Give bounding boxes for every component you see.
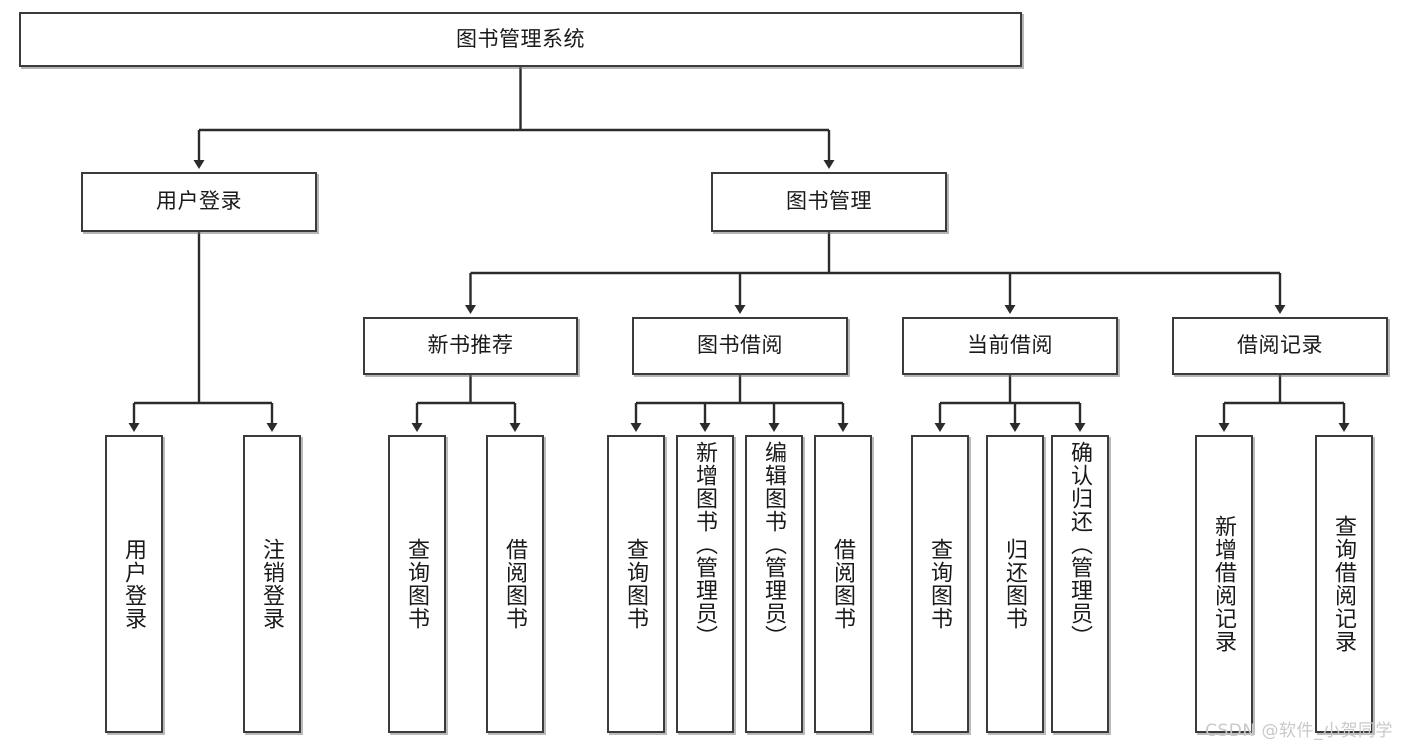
node-root-system[interactable]: 图书管理系统 bbox=[19, 12, 1022, 67]
node-leaf-logout-login[interactable]: 注销登录 bbox=[243, 435, 301, 733]
edge-bus-borrow-record bbox=[1224, 375, 1344, 405]
node-leaf-edit-book-admin-label: 编辑图书（管理员） bbox=[761, 441, 787, 648]
node-leaf-edit-book-admin[interactable]: 编辑图书（管理员） bbox=[745, 435, 803, 733]
node-user-login[interactable]: 用户登录 bbox=[81, 172, 317, 232]
node-leaf-query-book-borrow-label: 查询图书 bbox=[623, 538, 649, 630]
node-borrow-record[interactable]: 借阅记录 bbox=[1172, 317, 1388, 375]
node-leaf-add-borrow-record-label: 新增借阅记录 bbox=[1211, 515, 1237, 653]
node-book-borrow-label: 图书借阅 bbox=[697, 334, 783, 358]
node-leaf-user-login-label: 用户登录 bbox=[121, 538, 147, 630]
node-current-borrow[interactable]: 当前借阅 bbox=[902, 317, 1118, 375]
node-new-book-recommend-label: 新书推荐 bbox=[427, 334, 514, 358]
csdn-watermark: CSDN @软件_小贺同学 bbox=[1205, 721, 1393, 741]
node-leaf-add-book-admin[interactable]: 新增图书（管理员） bbox=[676, 435, 734, 733]
node-leaf-query-book-current[interactable]: 查询图书 bbox=[911, 435, 969, 733]
node-leaf-logout-login-label: 注销登录 bbox=[259, 538, 285, 630]
node-current-borrow-label: 当前借阅 bbox=[967, 334, 1053, 358]
node-leaf-return-book-label: 归还图书 bbox=[1002, 538, 1028, 630]
edge-bus-user-login bbox=[134, 232, 272, 405]
node-leaf-query-borrow-record[interactable]: 查询借阅记录 bbox=[1315, 435, 1373, 733]
node-new-book-recommend[interactable]: 新书推荐 bbox=[363, 317, 578, 375]
node-leaf-borrow-book-rec-label: 借阅图书 bbox=[502, 538, 528, 630]
node-leaf-query-book-rec-label: 查询图书 bbox=[404, 538, 430, 630]
edge-bus-current-borrow bbox=[940, 375, 1080, 405]
node-leaf-query-book-rec[interactable]: 查询图书 bbox=[388, 435, 446, 733]
edge-bus-book-management bbox=[470, 232, 1280, 275]
node-leaf-add-borrow-record[interactable]: 新增借阅记录 bbox=[1195, 435, 1253, 733]
edge-bus-book-borrow bbox=[636, 375, 843, 405]
node-book-borrow[interactable]: 图书借阅 bbox=[632, 317, 848, 375]
node-leaf-confirm-return-admin-label: 确认归还（管理员） bbox=[1067, 441, 1093, 648]
node-leaf-query-book-current-label: 查询图书 bbox=[927, 538, 953, 630]
node-leaf-add-book-admin-label: 新增图书（管理员） bbox=[692, 441, 718, 648]
node-book-management-label: 图书管理 bbox=[786, 190, 872, 214]
node-leaf-borrow-book-label: 借阅图书 bbox=[830, 538, 856, 630]
node-leaf-user-login[interactable]: 用户登录 bbox=[105, 435, 163, 733]
node-book-management[interactable]: 图书管理 bbox=[711, 172, 947, 232]
node-leaf-return-book[interactable]: 归还图书 bbox=[986, 435, 1044, 733]
edge-bus-root bbox=[199, 67, 829, 132]
edge-bus-new-book-recommend bbox=[417, 375, 515, 405]
node-user-login-label: 用户登录 bbox=[156, 190, 242, 214]
node-leaf-query-book-borrow[interactable]: 查询图书 bbox=[607, 435, 665, 733]
node-leaf-query-borrow-record-label: 查询借阅记录 bbox=[1331, 515, 1357, 653]
node-leaf-borrow-book-rec[interactable]: 借阅图书 bbox=[486, 435, 544, 733]
node-leaf-borrow-book[interactable]: 借阅图书 bbox=[814, 435, 872, 733]
node-borrow-record-label: 借阅记录 bbox=[1237, 334, 1323, 358]
node-root-system-label: 图书管理系统 bbox=[456, 27, 585, 51]
node-leaf-confirm-return-admin[interactable]: 确认归还（管理员） bbox=[1051, 435, 1109, 733]
